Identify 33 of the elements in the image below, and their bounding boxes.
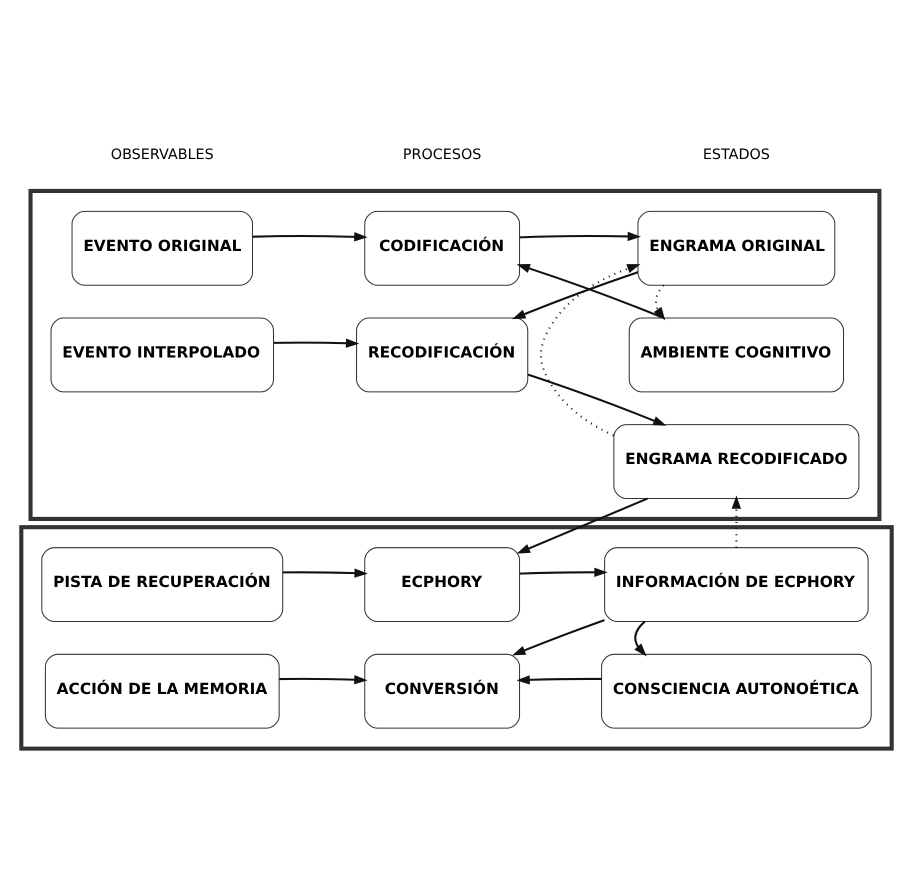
arrow — [653, 284, 665, 320]
arrow — [282, 568, 368, 578]
node-box: ECPHORY — [364, 546, 520, 622]
node-box: RECODIFICACIÓN — [356, 317, 528, 392]
arrow — [519, 231, 641, 241]
node-box: EVENTO INTERPOLADO — [50, 317, 274, 392]
arrow — [512, 618, 604, 655]
arrow — [519, 567, 608, 576]
node-box: ENGRAMA RECODIFICADO — [612, 424, 859, 498]
cluster — [28, 188, 881, 521]
arrow — [516, 674, 601, 684]
arrow — [527, 373, 666, 426]
node-box: ACCIÓN DE LA MEMORIA — [44, 653, 280, 728]
node-box: ENGRAMA ORIGINAL — [636, 210, 835, 286]
label: ESTADOS — [702, 146, 770, 162]
arrow — [273, 338, 359, 348]
node-box: AMBIENTE COGNITIVO — [628, 317, 844, 392]
arrow — [634, 620, 646, 656]
arrow — [516, 263, 664, 318]
arrow — [731, 494, 741, 548]
label: PROCESOS — [402, 146, 481, 162]
cluster — [18, 524, 894, 750]
arrow — [512, 270, 638, 319]
arrow — [279, 674, 368, 684]
node-box: EVENTO ORIGINAL — [71, 210, 252, 286]
node-box: CODIFICACIÓN — [364, 210, 520, 286]
node-box: CONVERSIÓN — [364, 653, 520, 728]
node-box: INFORMACIÓN DE ECPHORY — [604, 546, 868, 622]
label: OBSERVABLES — [110, 146, 214, 162]
arrow — [539, 264, 640, 436]
arrow — [252, 232, 368, 241]
node-box: PISTA DE RECUPERACIÓN — [40, 546, 283, 622]
node-box: CONSCIENCIA AUTONOÉTICA — [600, 653, 872, 728]
